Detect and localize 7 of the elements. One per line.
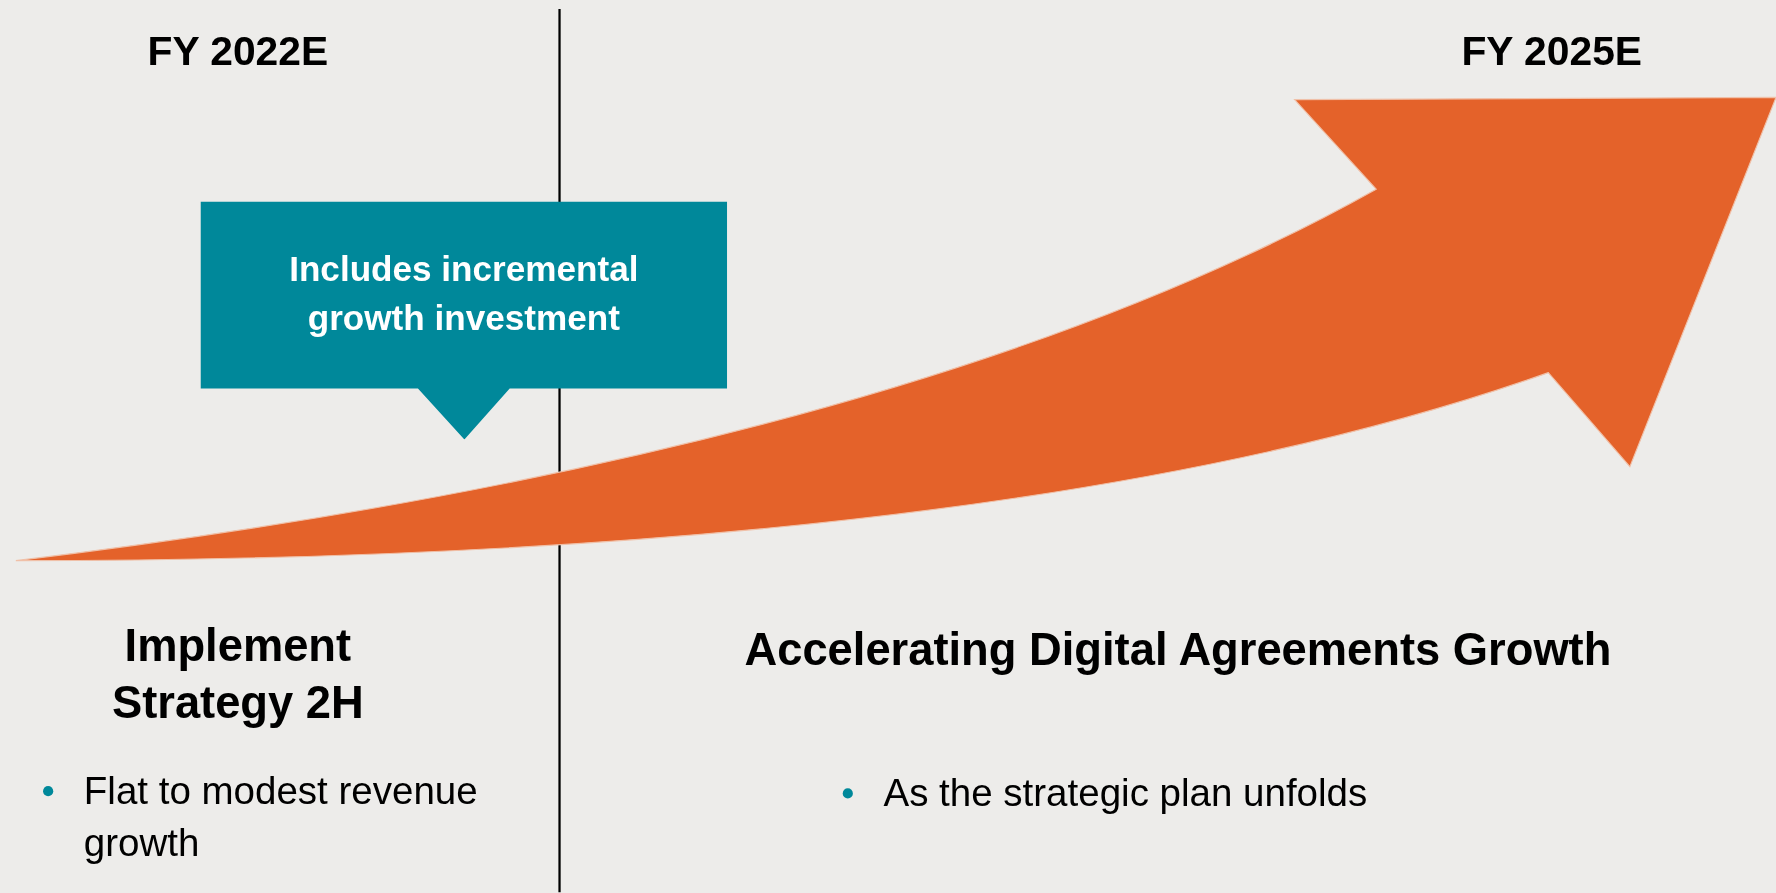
phase-heading: Implement Strategy 2H	[110, 619, 365, 730]
bullet-text: Flat to modest revenue growth	[40, 764, 481, 869]
bullet-text: As the strategic plan unfolds	[840, 766, 1518, 819]
year-label: FY 2025E	[1460, 26, 1643, 76]
callout-text: Includes incremental growth investment	[288, 248, 640, 340]
year-label: FY 2022E	[146, 26, 330, 76]
phase-heading: Accelerating Digital Agreements Growth	[743, 623, 1613, 677]
